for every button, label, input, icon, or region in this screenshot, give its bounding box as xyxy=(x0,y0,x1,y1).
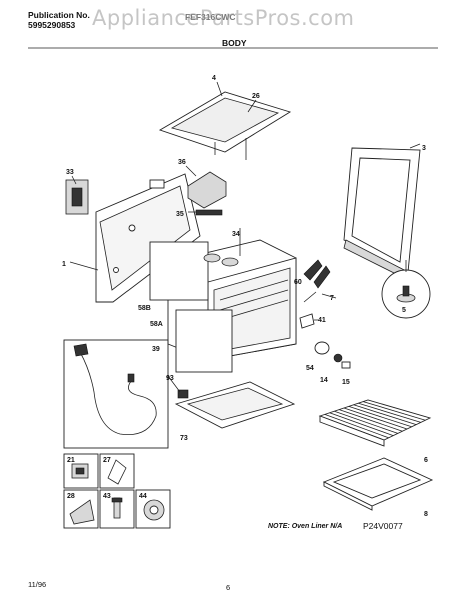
part-label-3: 3 xyxy=(422,145,426,152)
part-label-41: 41 xyxy=(318,317,326,324)
part-label-33: 33 xyxy=(66,169,74,176)
part-label-21: 21 xyxy=(67,457,75,464)
part-label-6: 6 xyxy=(424,457,428,464)
part-label-27: 27 xyxy=(103,457,111,464)
rack-wire xyxy=(348,406,412,428)
vent-part-36[interactable] xyxy=(185,165,227,209)
rack-wire xyxy=(324,414,389,439)
part-label-4: 4 xyxy=(212,75,216,82)
oven-rack-part[interactable] xyxy=(318,399,432,447)
part-label-54: 54 xyxy=(306,365,314,372)
part-label-44: 44 xyxy=(139,493,147,500)
publication-number: 5995290853 xyxy=(28,20,76,30)
part-label-14: 14 xyxy=(320,377,328,384)
oven-cavity-part[interactable] xyxy=(149,228,297,373)
side-panel-part[interactable] xyxy=(69,173,201,303)
top-panel-part[interactable] xyxy=(158,81,292,160)
bracket-part-35[interactable] xyxy=(188,209,223,216)
part-label-43: 43 xyxy=(103,493,111,500)
oven-liner-note: NOTE: Oven Liner N/A xyxy=(268,523,343,530)
part-label-39: 39 xyxy=(152,346,160,353)
part-label-58B: 58B xyxy=(138,305,151,312)
part-label-7: 7 xyxy=(330,295,334,302)
rack-wire xyxy=(363,401,426,421)
bottom-panel-part[interactable] xyxy=(167,375,296,429)
part-label-58A: 58A xyxy=(150,321,163,328)
footer-page-number: 6 xyxy=(226,583,231,592)
footer-date: 11/96 xyxy=(28,580,47,589)
part-label-26: 26 xyxy=(252,93,260,100)
part-label-15: 15 xyxy=(342,379,350,386)
part-label-36: 36 xyxy=(178,159,186,166)
rack-wire xyxy=(334,410,398,434)
part-label-73: 73 xyxy=(180,435,188,442)
door-panel-part[interactable] xyxy=(343,143,421,281)
rack-wire xyxy=(353,404,417,425)
bracket-part-33[interactable] xyxy=(65,175,89,215)
part-label-34: 34 xyxy=(232,231,240,238)
rack-wire xyxy=(339,409,403,432)
knob-parts[interactable] xyxy=(314,341,351,369)
part-label-1: 1 xyxy=(62,261,66,268)
part-label-60: 60 xyxy=(294,279,302,286)
part-label-35: 35 xyxy=(176,211,184,218)
bracket-part-41[interactable] xyxy=(299,313,318,329)
power-cord-box xyxy=(63,339,169,449)
section-title: BODY xyxy=(222,38,247,48)
small-parts-grid xyxy=(63,453,171,529)
hinge-part-7[interactable] xyxy=(303,259,337,303)
rack-wire xyxy=(329,412,394,436)
drawing-code: P24V0077 xyxy=(363,521,403,531)
part-label-93: 93 xyxy=(166,375,174,382)
part-label-8: 8 xyxy=(424,511,428,518)
rack-wire xyxy=(343,407,408,430)
part-label-5: 5 xyxy=(402,307,406,314)
part-label-28: 28 xyxy=(67,493,75,500)
publication-label: Publication No. xyxy=(28,10,90,20)
broiler-pan-part[interactable] xyxy=(322,457,434,511)
watermark: AppliancePartsPros.com xyxy=(92,6,355,30)
leveling-leg-part[interactable] xyxy=(381,260,431,319)
model-number: FEF316CWC xyxy=(185,12,236,22)
rack-wire xyxy=(358,402,421,423)
